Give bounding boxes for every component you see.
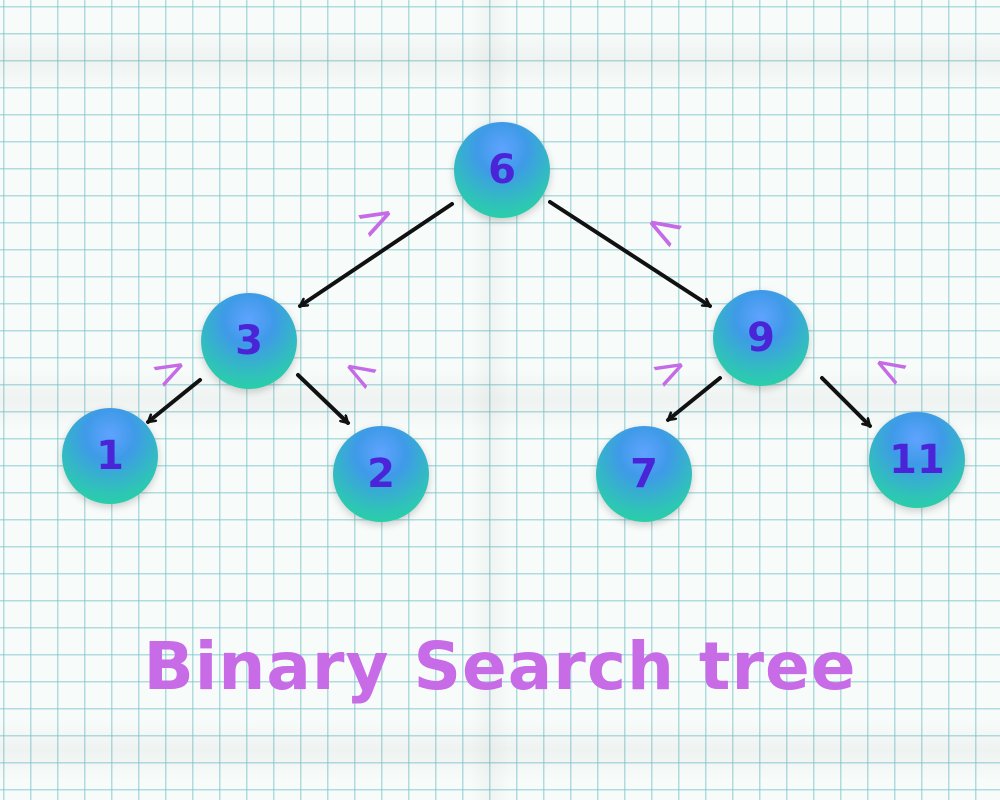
tree-node-root: 6 — [454, 122, 550, 218]
node-value: 1 — [96, 433, 124, 479]
relation-mark: < — [333, 342, 388, 402]
node-value: 6 — [488, 147, 516, 193]
edge-6-3: > — [298, 185, 454, 308]
edge-arrow — [666, 376, 722, 422]
node-value: 7 — [630, 451, 658, 497]
edge-3-1: > — [143, 340, 202, 424]
node-value: 2 — [367, 451, 395, 497]
tree-node-leaf: 11 — [869, 412, 965, 508]
tree-node: 9 — [713, 290, 809, 386]
relation-mark: > — [643, 340, 697, 400]
tree-node: 3 — [201, 293, 297, 389]
relation-mark: < — [634, 195, 694, 261]
node-value: 11 — [889, 437, 945, 483]
node-value: 3 — [235, 318, 263, 364]
edge-3-2: < — [296, 342, 388, 425]
tree-node-leaf: 7 — [596, 426, 692, 522]
diagram-title: Binary Search tree — [143, 628, 857, 705]
edge-arrow — [298, 202, 454, 308]
tree-node-leaf: 1 — [62, 408, 158, 504]
edge-arrow — [548, 200, 712, 308]
edge-arrow — [146, 378, 202, 424]
tree-node-leaf: 2 — [333, 426, 429, 522]
edge-arrow — [820, 376, 872, 428]
edge-arrow — [296, 373, 350, 425]
edge-9-7: > — [643, 340, 722, 422]
node-value: 9 — [747, 315, 775, 361]
edge-6-9: < — [548, 195, 712, 308]
relation-mark: < — [863, 338, 918, 398]
